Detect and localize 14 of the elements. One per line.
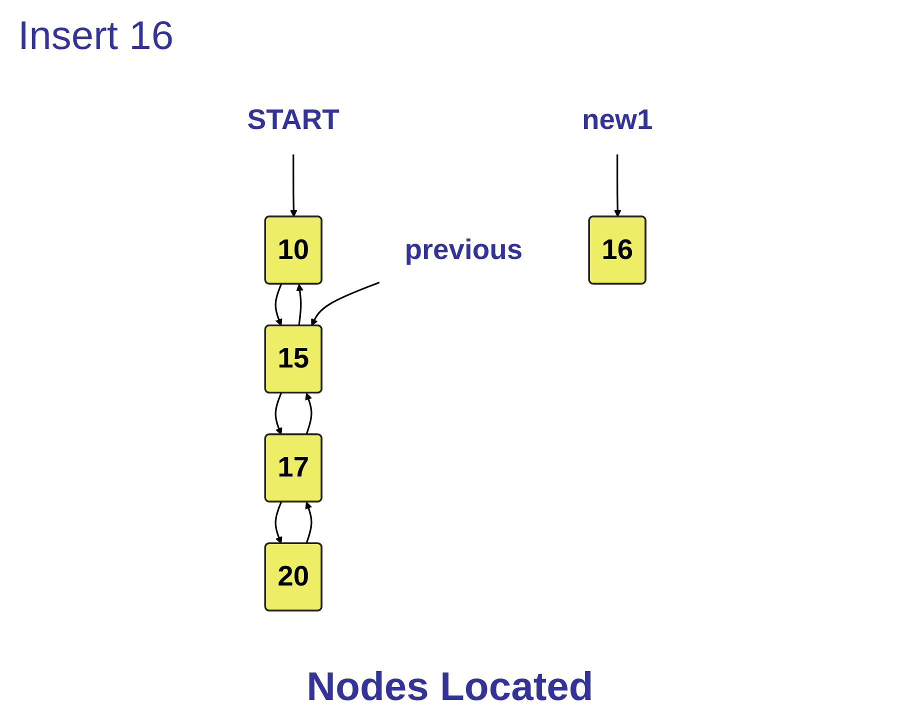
arrow (311, 282, 380, 326)
arrow (274, 392, 282, 435)
arrow (274, 502, 282, 544)
arrow (296, 284, 304, 326)
diagram-caption: Nodes Located (306, 665, 594, 710)
node-text: new1 (582, 104, 653, 136)
arrow (290, 154, 298, 218)
arrow (305, 392, 312, 435)
diagram-title: Insert 16 (18, 14, 174, 59)
node-text: START (247, 104, 340, 136)
arrow (614, 154, 622, 218)
arrow (305, 502, 312, 544)
arrow (274, 284, 282, 326)
node-text: previous (404, 234, 523, 266)
